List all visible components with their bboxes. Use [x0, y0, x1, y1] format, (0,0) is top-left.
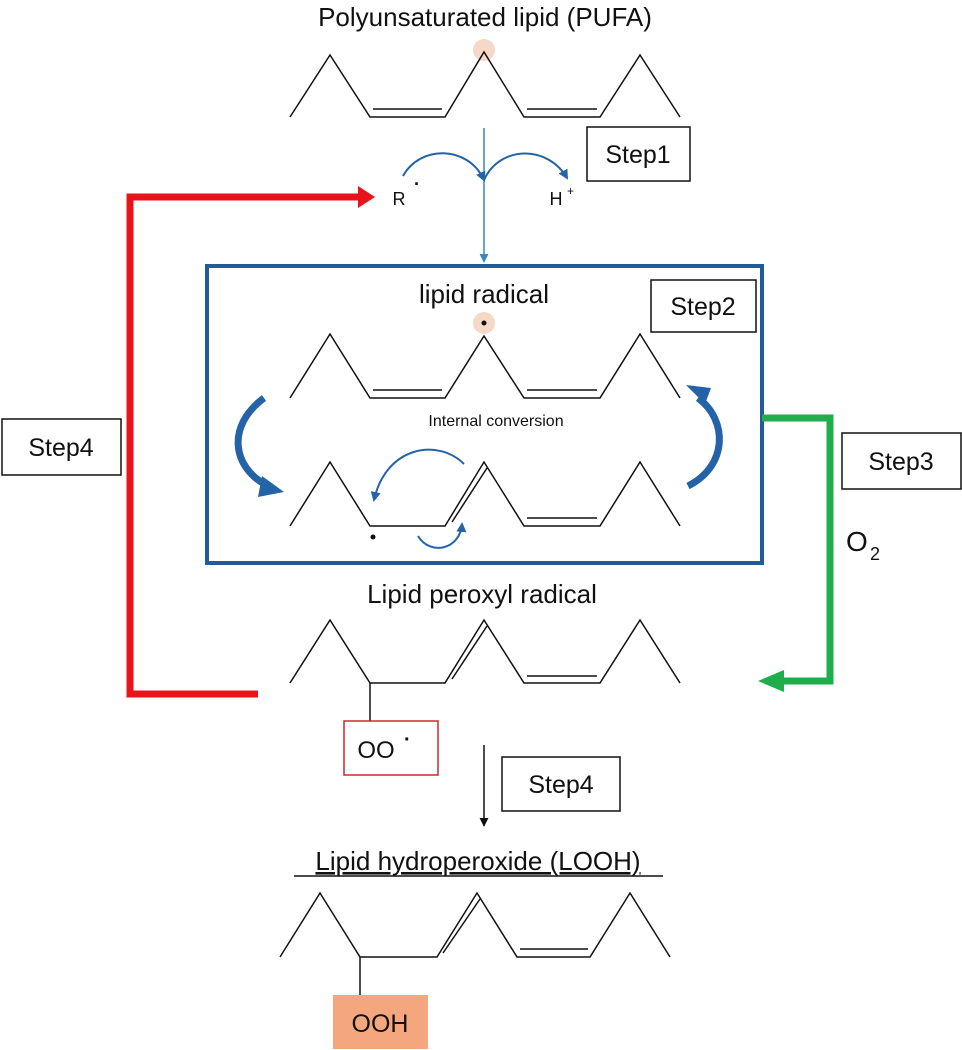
- curved-arrow-r-to-h: [402, 152, 486, 182]
- lipid-radical-dot: [481, 320, 487, 326]
- step3-label: Step3: [868, 448, 933, 476]
- o2-label: O: [846, 526, 868, 557]
- o2-subscript: 2: [870, 544, 880, 564]
- ooh-label: OOH: [352, 1010, 409, 1038]
- step3-green-arrowhead: [758, 670, 784, 692]
- h-plus-charge: +: [567, 184, 574, 198]
- peroxyl-title: Lipid peroxyl radical: [367, 579, 597, 609]
- left-conversion-arrow: [234, 395, 270, 490]
- lipid-radical-chain: [289, 332, 681, 399]
- oo-radical-dot: ·: [404, 729, 411, 751]
- converted-radical-chain: [289, 460, 681, 527]
- r-radical-label: R: [393, 189, 406, 209]
- converted-radical-dot: [370, 534, 376, 540]
- step1-label: Step1: [605, 141, 670, 169]
- ooh-box: [333, 995, 428, 1049]
- step1-box: [586, 126, 691, 182]
- right-conversion-arrow: [686, 395, 723, 490]
- step4-bottom-box: [501, 756, 621, 812]
- step4-left-box: [1, 418, 122, 476]
- step3-green-path: [762, 414, 834, 685]
- oo-radical-box: [343, 720, 439, 776]
- lipid-radical-title: lipid radical: [419, 279, 549, 309]
- h-plus-label: H: [550, 189, 563, 209]
- pufa-title: Polyunsaturated lipid (PUFA): [318, 2, 652, 32]
- step4-bottom-label: Step4: [528, 771, 593, 799]
- peroxyl-chain: [289, 618, 681, 723]
- electron-shift-arrow-bottom: [417, 522, 467, 549]
- pufa-chain: [289, 50, 681, 118]
- looh-chain: [279, 891, 671, 997]
- step2-box: [650, 279, 757, 333]
- looh-title: Lipid hydroperoxide (LOOH): [315, 846, 640, 876]
- oo-radical-label: OO: [357, 737, 394, 764]
- curved-arrow-h-plus: [483, 152, 568, 181]
- electron-shift-arrow-top: [370, 448, 465, 502]
- step4-left-label: Step4: [28, 434, 93, 462]
- step2-label: Step2: [670, 293, 735, 321]
- internal-conversion-label: Internal conversion: [428, 413, 563, 430]
- step4-red-arrowhead: [358, 186, 375, 208]
- right-conversion-arrowhead: [686, 385, 711, 404]
- left-conversion-arrowhead: [258, 476, 284, 497]
- step4-red-loop: [126, 193, 362, 698]
- pufa-highlight: [473, 39, 495, 61]
- step3-box: [841, 432, 962, 490]
- r-radical-dot: ·: [414, 174, 420, 194]
